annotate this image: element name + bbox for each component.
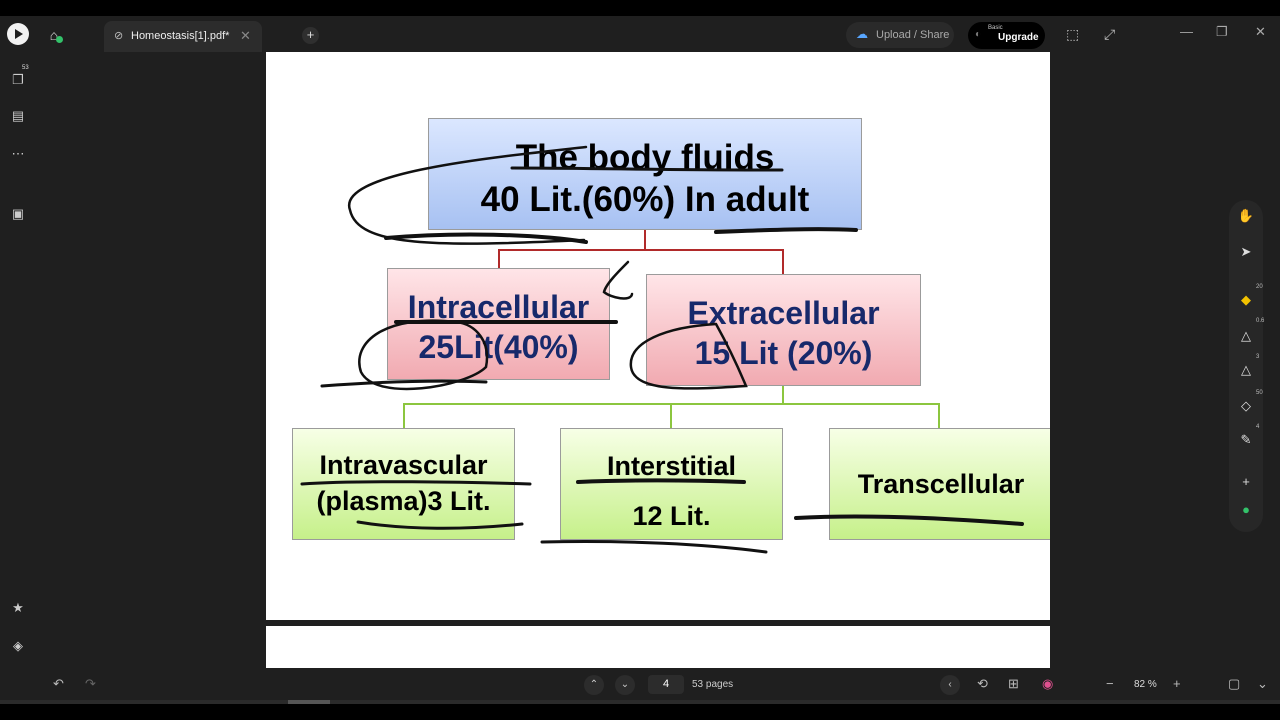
ai-assistant-icon[interactable]: ⬚ <box>1066 26 1080 42</box>
ink-annotations <box>300 145 1024 554</box>
close-window-icon[interactable]: ✕ <box>1255 24 1266 39</box>
thumbnails-icon[interactable]: ❐ <box>12 72 24 87</box>
app-logo-icon[interactable] <box>7 23 29 45</box>
ink-underline-12lit <box>540 540 768 554</box>
online-status-dot <box>56 36 63 43</box>
node-body-fluids-volume: 40 Lit.(60%) In adult <box>480 180 810 219</box>
connector-extra-tc <box>783 403 940 428</box>
marker-size: 4 <box>1256 424 1260 430</box>
annotation-toolbar: ✋ ➤ ◆ 20 △ 0.6 △ 3 ◇ 50 ✎ 4 + ● <box>1229 200 1265 532</box>
ink-underline-40lit <box>384 232 588 244</box>
new-tab-button[interactable]: + <box>302 27 319 44</box>
ink-underline-in-adult <box>714 227 858 234</box>
ink-underline-transcellular <box>794 514 1024 526</box>
bookmarks-icon[interactable]: ▤ <box>11 108 25 123</box>
node-interstitial-volume: 12 Lit. <box>632 501 711 531</box>
node-intracellular-volume: 25Lit(40%) <box>418 329 579 365</box>
fit-page-icon[interactable]: ▢ <box>1228 676 1241 691</box>
ai-tool-icon[interactable]: ● <box>1242 502 1250 517</box>
plan-icon: ◐ <box>975 29 982 40</box>
connector-extra-iv <box>403 386 784 428</box>
rotate-icon[interactable]: ⟲ <box>977 676 988 691</box>
ink-underline-intra <box>320 379 488 388</box>
node-intracellular-title: Intracellular <box>407 289 590 325</box>
diagram-connectors <box>403 230 940 428</box>
cloud-icon: ☁ <box>856 27 868 41</box>
collapse-button[interactable]: ‹ <box>940 675 960 695</box>
page-number-input[interactable]: 4 <box>648 675 684 694</box>
upload-share-button[interactable]: ☁ Upload / Share <box>846 22 954 48</box>
previous-page-button[interactable]: ⌃ <box>584 675 604 695</box>
upgrade-button[interactable]: ◐ Basic Upgrade <box>968 22 1045 49</box>
eraser-size: 50 <box>1256 390 1263 396</box>
zoom-level[interactable]: 82 % <box>1134 679 1157 690</box>
node-interstitial-title: Interstitial <box>606 451 737 481</box>
select-tool-icon[interactable]: ➤ <box>1240 244 1252 259</box>
ink-underline-intravascular <box>300 480 532 486</box>
star-icon[interactable]: ★ <box>12 600 24 615</box>
zoom-in-icon[interactable]: + <box>1173 676 1181 691</box>
node-interstitial: Interstitial 12 Lit. <box>560 428 783 540</box>
grid-view-icon[interactable]: ⊞ <box>1008 676 1019 691</box>
read-mode-icon[interactable]: ◉ <box>1042 676 1054 691</box>
restore-icon[interactable]: ❐ <box>1216 24 1228 39</box>
pdf-page: The body fluids 40 Lit.(60%) In adult In… <box>266 52 1050 620</box>
ink-underline-plasma <box>356 520 524 530</box>
connector-top-intra <box>498 230 646 268</box>
eraser-icon[interactable]: ◇ <box>1241 398 1251 413</box>
node-extracellular-title: Extracellular <box>687 295 880 331</box>
ink-loop-25lit <box>358 319 489 391</box>
horizontal-scrollbar[interactable] <box>0 700 1280 704</box>
bottom-black-strip <box>0 704 1280 720</box>
top-black-strip <box>0 0 1280 16</box>
more-icon[interactable]: ⋯ <box>11 146 25 161</box>
ink-loop-15lit <box>629 322 748 390</box>
total-pages: 53 pages <box>692 679 734 690</box>
node-transcellular-title: Transcellular <box>857 469 1025 499</box>
add-tool-icon[interactable]: + <box>1242 474 1250 489</box>
tab-title: Homeostasis[1].pdf* <box>131 30 230 42</box>
upload-share-label: Upload / Share <box>876 29 950 41</box>
node-intravascular-title: Intravascular <box>319 450 488 480</box>
zoom-out-icon[interactable]: − <box>1106 676 1114 691</box>
ink-underline-title <box>510 166 784 172</box>
view-options-icon[interactable]: ⌄ <box>1257 676 1268 691</box>
scrollbar-thumb[interactable] <box>288 700 330 704</box>
document-icon: ⊘ <box>114 30 124 42</box>
layers-icon[interactable]: ◈ <box>13 638 23 653</box>
left-sidebar: ❐ 53 ▤ ⋯ ▣ ★ ◈ ⚙ <box>0 52 36 689</box>
hand-tool-icon[interactable]: ✋ <box>1237 208 1255 223</box>
pen1-size: 0.6 <box>1256 318 1265 324</box>
highlighter-icon[interactable]: ◆ <box>1241 292 1251 307</box>
fullscreen-icon[interactable]: ⤢ <box>1104 26 1116 42</box>
undo-icon[interactable]: ↶ <box>53 676 64 691</box>
tab-bar: ⌂ ⊘ Homeostasis[1].pdf* ✕ + ☁ Upload / S… <box>0 16 1280 52</box>
next-pdf-page <box>266 626 1050 668</box>
highlighter-size: 20 <box>1256 284 1263 290</box>
ink-loop-body-fluids <box>347 145 588 245</box>
next-page-button[interactable]: ⌄ <box>615 675 635 695</box>
notes-icon[interactable]: ▣ <box>11 206 25 221</box>
redo-icon[interactable]: ↷ <box>85 676 96 691</box>
plan-label: Basic <box>988 25 1003 31</box>
document-viewport[interactable]: The body fluids 40 Lit.(60%) In adult In… <box>36 52 1228 668</box>
pen-tool-icon[interactable]: △ <box>1241 328 1251 343</box>
pen2-size: 3 <box>1256 354 1260 360</box>
connector-top-extra <box>645 249 784 274</box>
upgrade-label: Upgrade <box>998 32 1039 43</box>
close-tab-icon[interactable]: ✕ <box>240 28 251 43</box>
ink-underline-interstitial <box>576 478 746 484</box>
document-tab[interactable]: ⊘ Homeostasis[1].pdf* ✕ <box>104 21 262 52</box>
pages-badge: 53 <box>22 65 29 71</box>
home-icon[interactable]: ⌂ <box>44 25 64 45</box>
ink-squiggle-go <box>602 260 634 300</box>
minimize-icon[interactable]: — <box>1180 24 1193 39</box>
marker-icon[interactable]: ✎ <box>1240 432 1252 447</box>
node-intravascular-volume: (plasma)3 Lit. <box>316 486 491 516</box>
pen-tool-2-icon[interactable]: △ <box>1241 362 1251 377</box>
